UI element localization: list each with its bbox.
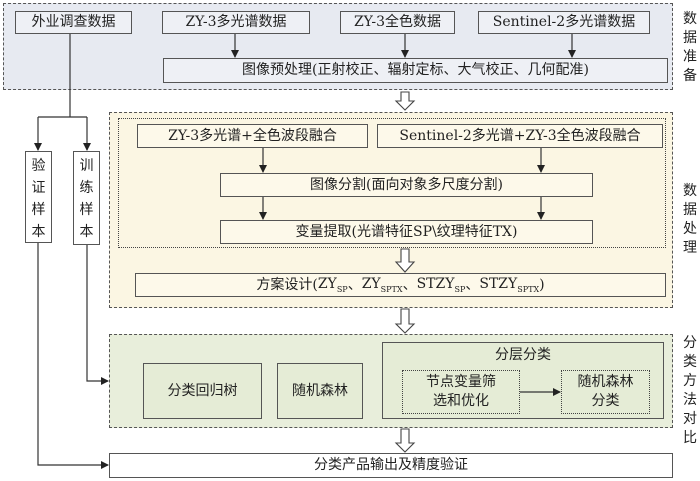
scheme-item: ZYSP xyxy=(317,275,348,294)
training-sample-box: 训练样本 xyxy=(73,151,100,245)
random-forest-box: 随机森林 xyxy=(277,363,363,419)
section-label-data-processing: 数据处理 xyxy=(683,183,697,256)
zy3-pan-box: ZY-3全色数据 xyxy=(340,11,455,34)
rf-classification-box: 随机森林分类 xyxy=(561,370,650,414)
scheme-item: ZYSPTX xyxy=(361,275,403,294)
hollow-arrow-2 xyxy=(394,248,416,273)
arrow-validation-to-output xyxy=(37,243,109,469)
zy3-fusion-box: ZY-3多光谱+全色波段融合 xyxy=(137,124,368,148)
validation-sample-box: 验证样本 xyxy=(25,151,52,243)
arrow-training-to-methods xyxy=(86,245,109,385)
scheme-suffix: ) xyxy=(539,276,545,293)
hollow-arrow-3 xyxy=(394,308,416,334)
fusion-group xyxy=(118,118,666,248)
hierarchical-title: 分层分类 xyxy=(495,347,551,363)
output-accuracy-box: 分类产品输出及精度验证 xyxy=(109,453,673,478)
extraction-box: 变量提取(光谱特征SP\纹理特征TX) xyxy=(220,220,593,244)
preprocessing-box: 图像预处理(正射校正、辐射定标、大气校正、几何配准) xyxy=(163,58,668,83)
field-survey-box: 外业调查数据 xyxy=(15,11,132,34)
scheme-item: STZYSPTX xyxy=(479,275,540,294)
hollow-arrow-4 xyxy=(394,428,416,453)
scheme-prefix: 方案设计( xyxy=(256,276,318,293)
zy3-ms-box: ZY-3多光谱数据 xyxy=(162,11,310,34)
section-label-method-comparison: 分类方法对比 xyxy=(683,335,697,446)
scheme-item: STZYSP xyxy=(416,275,466,294)
cart-box: 分类回归树 xyxy=(143,363,262,419)
hollow-arrow-1 xyxy=(394,91,416,111)
s2-ms-box: Sentinel-2多光谱数据 xyxy=(478,11,650,34)
s2-fusion-box: Sentinel-2多光谱+ZY-3全色波段融合 xyxy=(377,124,663,148)
segmentation-box: 图像分割(面向对象多尺度分割) xyxy=(220,173,593,197)
section-label-data-prep: 数据准备 xyxy=(683,11,697,84)
node-variable-selection-box: 节点变量筛选和优化 xyxy=(402,370,520,414)
scheme-design-box: 方案设计( ZYSP、 ZYSPTX、 STZYSP、 STZYSPTX ) xyxy=(135,273,666,297)
